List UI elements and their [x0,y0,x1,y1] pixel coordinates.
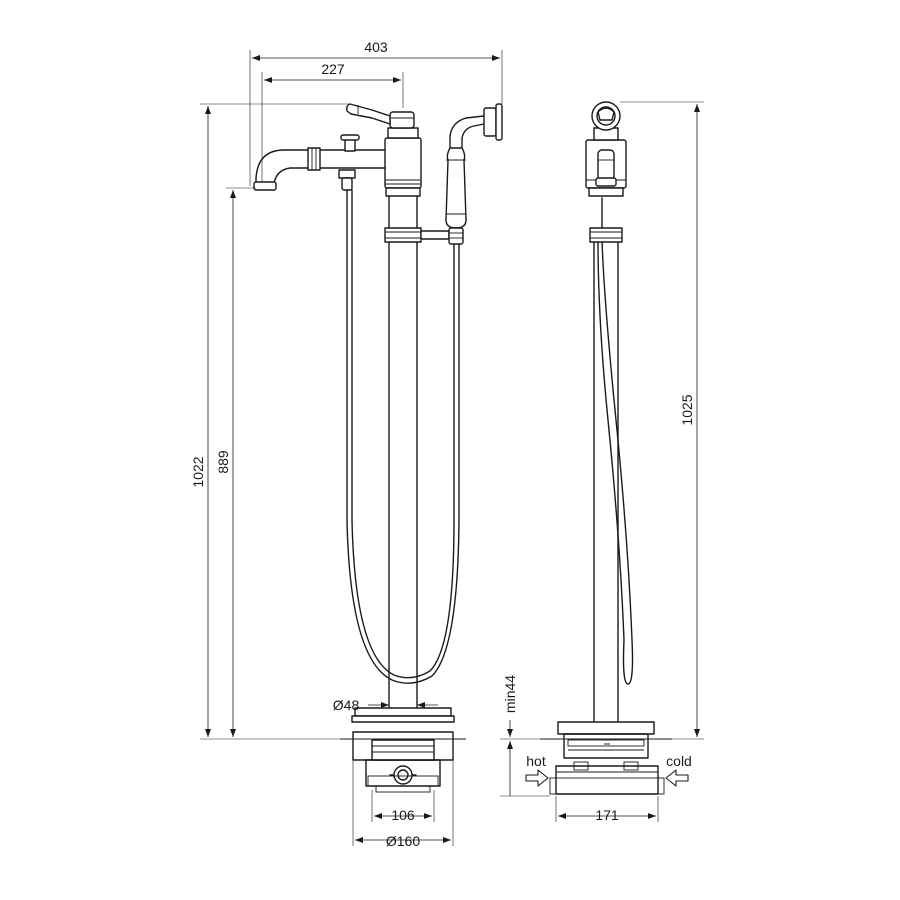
dim-overall-width: 403 [364,39,388,55]
dim-total-height: 1022 [190,456,206,487]
side-view-faucet [540,101,672,795]
dim-column-diameter: Ø48 [333,697,360,713]
hot-arrow-icon [525,769,549,787]
dim-box-width: 106 [391,807,415,823]
dim-base-diameter: Ø160 [386,833,420,849]
dim-spout-height: 889 [215,450,231,474]
dim-side-box-width: 171 [595,807,619,823]
dimension-labels: 403 227 1022 889 1025 Ø48 min44 106 Ø160… [190,39,695,849]
cold-arrow-icon [665,769,689,787]
label-cold: cold [666,753,692,769]
dim-right-height: 1025 [679,394,695,425]
front-view-faucet [253,103,503,793]
label-hot: hot [526,753,546,769]
dim-min-depth: min44 [502,675,518,713]
dimension-lines [200,50,704,846]
dim-spout-reach: 227 [321,61,345,77]
